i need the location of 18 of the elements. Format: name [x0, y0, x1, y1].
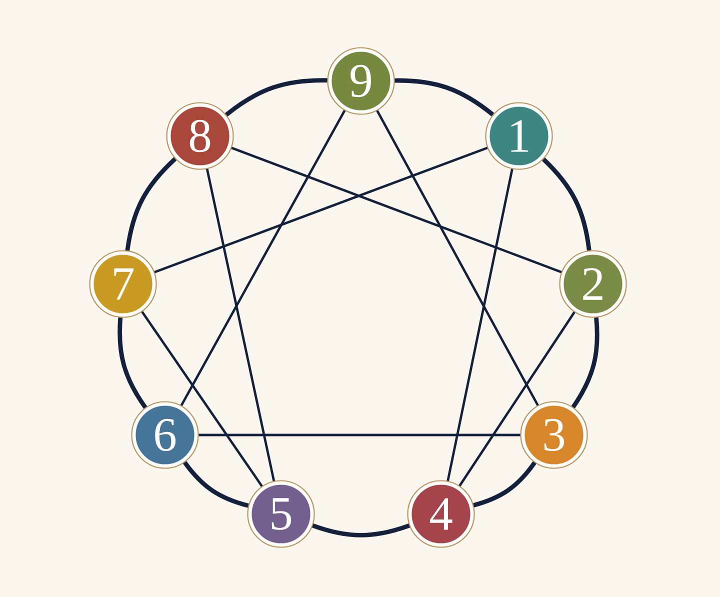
circle-arc — [182, 461, 249, 508]
circle-arc — [394, 78, 494, 116]
connecting-line — [141, 311, 263, 487]
circle-arc — [542, 158, 592, 251]
connecting-line — [180, 110, 346, 406]
circle-arc — [473, 461, 536, 508]
connecting-line — [376, 110, 539, 406]
circle-arc — [571, 317, 600, 408]
circle-arc — [224, 78, 328, 117]
circle-arc — [118, 318, 148, 409]
circle-arc — [312, 523, 410, 538]
circle-arc — [125, 157, 177, 251]
connecting-line — [154, 146, 488, 274]
connecting-line — [458, 312, 576, 486]
connecting-line — [231, 146, 562, 274]
connecting-line — [446, 168, 514, 482]
connecting-line — [198, 434, 520, 436]
connecting-line — [206, 168, 276, 482]
